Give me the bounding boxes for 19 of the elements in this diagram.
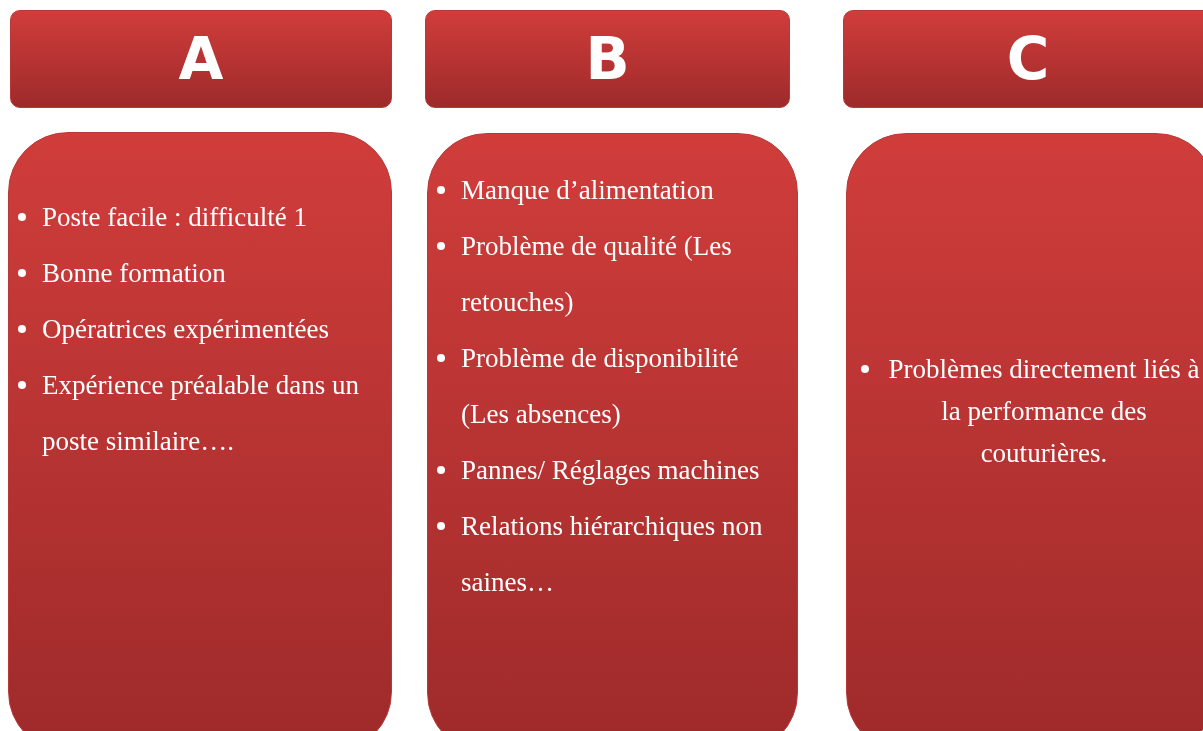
rounded-card (427, 133, 798, 731)
rounded-card (846, 133, 1203, 731)
column-letter: A (178, 25, 224, 93)
bullet-item: Bonne formation (9, 245, 377, 301)
header-tab (10, 10, 392, 108)
header-tab (843, 10, 1203, 108)
bullet-item: Problème de disponibilité (Les absences) (428, 330, 783, 442)
bullet-item: Problèmes directement liés à la performance des couturières. (847, 348, 1201, 474)
bullet-item: Relations hiérarchiques non saines… (428, 498, 783, 610)
bullet-item: Problème de qualité (Les retouches) (428, 218, 783, 330)
bullet-item: Opératrices expérimentées (9, 301, 377, 357)
bullet-item: Poste facile : difficulté 1 (9, 189, 377, 245)
column-letter: C (1006, 25, 1050, 93)
bullet-item: Pannes/ Réglages machines (428, 442, 783, 498)
column-letter: B (585, 25, 630, 93)
rounded-card (8, 132, 392, 731)
bullet-item: Expérience préalable dans un poste similaire…. (9, 357, 377, 469)
bullet-item: Manque d’alimentation (428, 162, 783, 218)
header-tab (425, 10, 790, 108)
